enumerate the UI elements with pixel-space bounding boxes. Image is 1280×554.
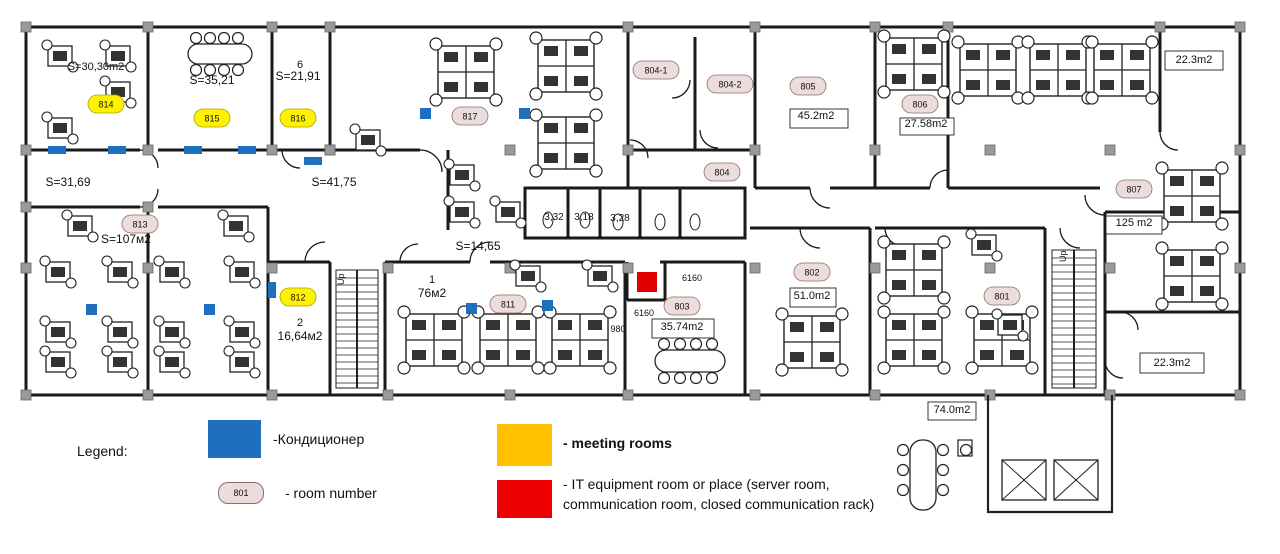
legend-it-swatch: [497, 480, 552, 518]
area-box-805: [789, 108, 849, 129]
room-area-802: 51.0m2: [794, 290, 831, 302]
room-badge-811: [489, 294, 527, 314]
legend-ac-swatch: [208, 420, 261, 458]
area-label-a-br: 22.3m2: [1154, 357, 1191, 369]
room-number-811: 811: [501, 300, 515, 310]
area-label-a-corr-2: S=41,75: [311, 175, 356, 189]
area-label-a-wc-3: 3,28: [610, 213, 630, 224]
room-area-813: S=107м2: [101, 232, 151, 246]
room-number-816: 816: [290, 114, 305, 124]
room-badge-805: [789, 76, 827, 96]
room-area-806: 27.58m2: [905, 118, 948, 130]
room-number-804-2: 804-2: [718, 80, 741, 90]
room-badge-806: [901, 94, 939, 114]
area-label-a-wc-2: 3,18: [574, 212, 594, 223]
legend-it-label: - IT equipment room or place (server roo…: [563, 476, 875, 512]
room-badge-804-1: [632, 60, 680, 80]
legend-room-number-label: - room number: [285, 485, 377, 501]
doors: [139, 79, 1179, 379]
area-label-a-tr: 22.3m2: [1176, 54, 1213, 66]
room-area-816: S=21,91: [275, 69, 320, 83]
legend-meeting-swatch: [497, 424, 552, 466]
room-number-807: 807: [1126, 185, 1141, 195]
room-badges: 814 S=30,30m2 815 S=35,21 816 S=21,916 817 804-…: [68, 59, 1163, 343]
legend-title: Legend:: [77, 443, 128, 459]
legend-room-number-badge-text: 801: [233, 488, 249, 498]
room-number-817: 817: [462, 112, 477, 122]
area-box-802: [789, 287, 837, 308]
room-badge-817: [451, 106, 489, 126]
room-badge-804: [703, 162, 741, 182]
room-badge-801: [983, 286, 1021, 306]
legend-ac-label: -Кондиционер: [273, 431, 365, 447]
stairs-left: [335, 269, 379, 389]
legend-meeting-label: - meeting rooms: [563, 435, 672, 451]
room-badge-807: [1115, 179, 1153, 199]
legend-room-number-badge: 801: [218, 482, 264, 504]
area-labels: S=31,69 S=41,75S=14,65 3,32 3,18 3,28 22.3m2 2…: [45, 50, 1224, 421]
stairs-right: [1051, 249, 1097, 389]
room-area-812: 16,64м2: [278, 329, 323, 343]
room-number-806: 806: [912, 100, 927, 110]
area-box-a-tr: [1164, 50, 1224, 71]
room-badge-814: [87, 94, 125, 114]
it-equipment-room: [637, 272, 657, 292]
area-label-a-6160b: 6160: [634, 308, 654, 318]
room-badge-802: [793, 262, 831, 282]
area-box-a-br: [1139, 352, 1205, 374]
stairs-label-right: Up: [1058, 250, 1068, 262]
room-number-813: 813: [132, 220, 147, 230]
room-area-811: 76м2: [418, 286, 447, 300]
ac-units: [48, 108, 553, 315]
room-area-815: S=35,21: [189, 73, 234, 87]
area-box-a-lobby: [927, 401, 977, 421]
area-label-a-6160a: 6160: [682, 273, 702, 283]
room-badge-803: [663, 296, 701, 316]
room-badge-815: [193, 108, 231, 128]
room-number-804: 804: [714, 168, 729, 178]
furniture: [39, 29, 1229, 511]
room-number-815: 815: [204, 114, 219, 124]
room-number-814: 814: [98, 100, 113, 110]
room-badge-813: [121, 214, 159, 234]
room-area-805: 45.2m2: [798, 110, 835, 122]
room-number-802: 802: [804, 268, 819, 278]
area-box-806: [899, 117, 955, 136]
area-label-a-wc-1: 3,32: [544, 212, 564, 223]
room-number-805: 805: [800, 82, 815, 92]
elevator-block: [986, 395, 1114, 514]
area-label-a-lobby: 74.0m2: [934, 404, 971, 416]
room-area-803: 35.74m2: [661, 321, 704, 333]
stairs-label-left: Up: [336, 273, 346, 285]
room-number-804-1: 804-1: [644, 66, 667, 76]
room-index-816: 6: [297, 59, 303, 71]
room-index-812: 2: [297, 317, 303, 329]
area-box-807: [1105, 215, 1163, 235]
room-number-801: 801: [994, 292, 1009, 302]
room-number-803: 803: [674, 302, 689, 312]
room-badge-812: [279, 287, 317, 307]
area-label-a-corr-3: S=14,65: [455, 239, 500, 253]
area-box-803: [651, 318, 715, 339]
room-badge-804-2: [706, 74, 754, 94]
room-area-807: 125 m2: [1116, 217, 1153, 229]
room-badge-816: [279, 108, 317, 128]
area-label-a-corr-1: S=31,69: [45, 175, 90, 189]
area-label-a-980: 980: [610, 324, 625, 334]
room-index-811: 1: [429, 274, 435, 286]
room-number-812: 812: [290, 293, 305, 303]
room-area-814: S=30,30m2: [68, 61, 125, 73]
